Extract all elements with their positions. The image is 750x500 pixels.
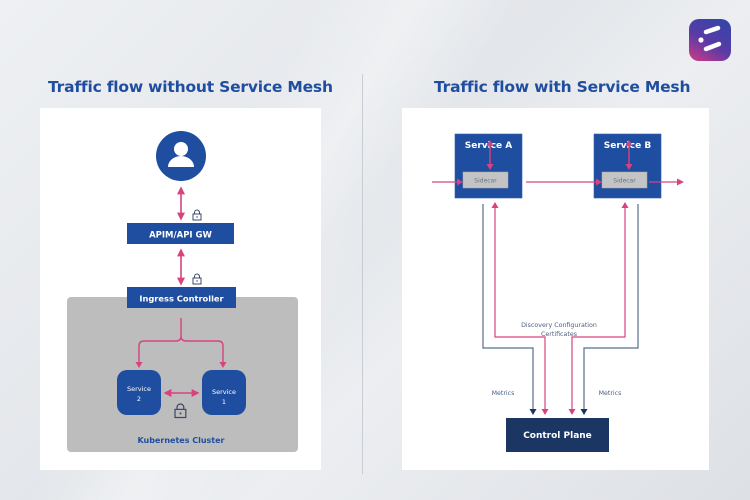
ingress-controller-label: Ingress Controller <box>139 294 224 304</box>
arrowhead <box>486 164 494 170</box>
service-2-box <box>117 370 161 415</box>
metrics-label-left: Metrics <box>492 390 515 397</box>
arrowhead <box>491 202 499 208</box>
left-diagram-title: Traffic flow without Service Mesh <box>48 78 333 96</box>
ingress-controller-box <box>127 287 236 308</box>
lock-icon <box>174 403 187 419</box>
arrowhead <box>625 164 633 170</box>
arrowhead <box>541 409 549 415</box>
column-divider <box>362 74 363 474</box>
apim-gateway-label: APIM/API GW <box>149 231 212 241</box>
metrics-line-service-b <box>583 204 639 410</box>
control-plane-label: Control Plane <box>523 431 592 441</box>
right-diagram-title: Traffic flow with Service Mesh <box>434 78 691 96</box>
service-2-number: 2 <box>137 395 141 403</box>
arrowhead <box>625 140 633 146</box>
arrowhead <box>596 178 602 186</box>
arrowhead <box>568 409 576 415</box>
ingress-branch-lines <box>138 318 224 364</box>
service-b-sidecar-label: Sidecar <box>613 178 636 185</box>
metrics-line-service-a <box>482 204 534 410</box>
service-a-sidecar-label: Sidecar <box>474 178 497 185</box>
right-diagram-panel: Service A Sidecar Service B Sidecar <box>402 108 709 470</box>
kubernetes-cluster-area <box>67 297 298 452</box>
lock-icon <box>192 273 202 285</box>
user-icon <box>156 131 206 181</box>
arrowhead <box>486 140 494 146</box>
service-b-sidecar <box>601 171 648 189</box>
control-plane-box <box>506 418 609 452</box>
apim-gateway-box <box>127 223 234 244</box>
service-a-sidecar <box>462 171 509 189</box>
metrics-label-right: Metrics <box>599 390 622 397</box>
arrowhead <box>580 409 588 415</box>
arrowhead <box>529 409 537 415</box>
kubernetes-cluster-label: Kubernetes Cluster <box>137 436 224 445</box>
service-2-label: Service <box>127 385 151 393</box>
service-1-number: 1 <box>222 398 226 406</box>
arrowhead <box>457 178 463 186</box>
arrowhead <box>677 178 684 186</box>
brand-logo-icon <box>689 19 731 61</box>
config-line-service-b <box>571 206 626 410</box>
lock-icon <box>192 209 202 221</box>
arrowhead-service1 <box>219 362 227 368</box>
service-1-label: Service <box>212 388 236 396</box>
arrowhead-service2 <box>135 362 143 368</box>
config-line-service-a <box>494 206 546 410</box>
arrowhead <box>621 202 629 208</box>
left-diagram-panel: APIM/API GW Ingress Controller Service 2… <box>40 108 321 470</box>
certificates-label: Certificates <box>541 331 577 338</box>
service-1-box <box>202 370 246 415</box>
discovery-config-label: Discovery Configuration <box>521 322 597 329</box>
